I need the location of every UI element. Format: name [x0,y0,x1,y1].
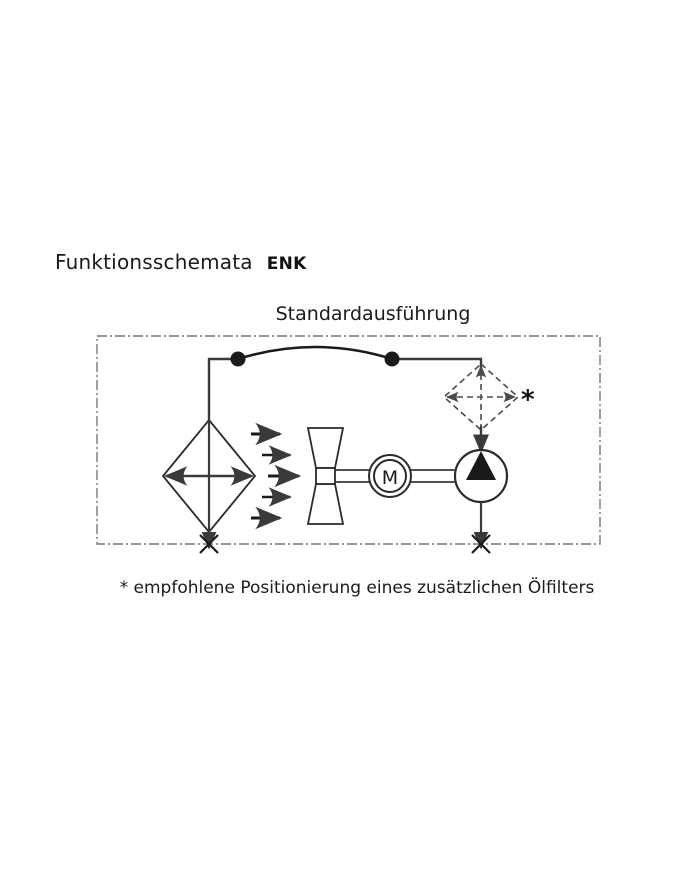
unit-boundary [96,335,601,545]
page-title: Funktionsschemata ENK [55,250,307,274]
diagram-subtitle: Standardausführung [275,303,471,325]
oil-cooler-diamond-icon [161,418,257,534]
motor-inner-ring-icon [373,459,407,493]
junction-dot-right [384,351,400,367]
motor-outer-ring-icon [368,454,412,498]
oil-pump-icon [453,448,509,504]
page-title-main: Funktionsschemata [55,250,253,274]
flexible-hose [237,345,393,361]
pump-delivery-triangle-icon [466,451,496,480]
pipe-left-riser [207,357,238,420]
fan-blade-upper-icon [306,427,345,469]
port-cross-left [199,534,219,554]
fan-blade-lower-icon [306,483,345,525]
filter-asterisk-marker: * [521,385,535,415]
page-title-model: ENK [266,254,307,274]
pipe-right-top [392,357,483,369]
oil-filter-diamond-icon [442,362,520,432]
motor-label: M [382,467,398,489]
diagram-footnote: * empfohlene Positionierung eines zusätz… [119,578,595,598]
junction-dot-left [230,351,246,367]
fan-hub-icon [315,467,336,485]
port-cross-right [471,534,491,554]
